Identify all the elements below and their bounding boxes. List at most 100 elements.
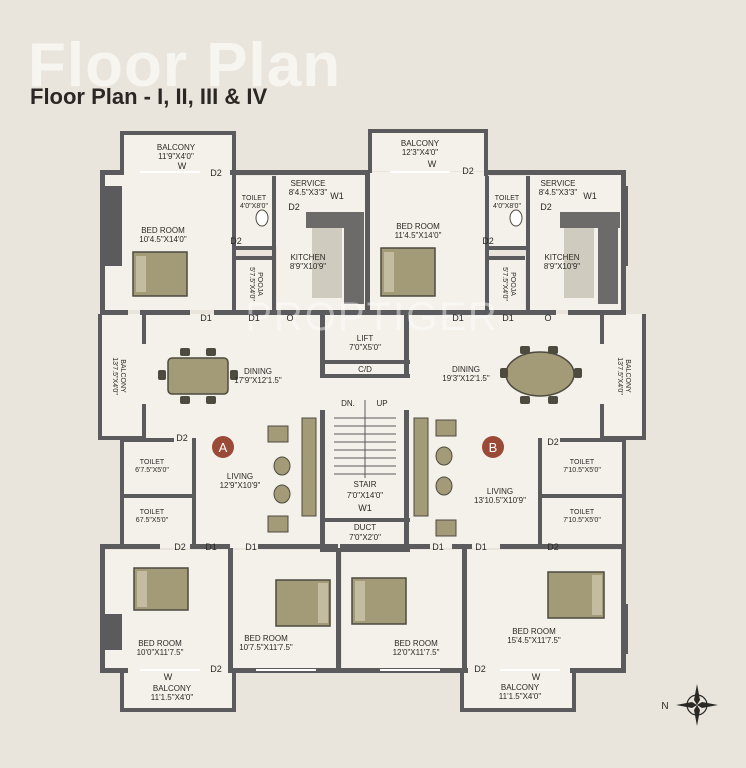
room-label: TOILET: [570, 509, 595, 516]
room-size: 12'0"X11'7.5": [393, 648, 440, 657]
up-label: UP: [376, 399, 387, 408]
door-tag: D1: [502, 313, 514, 323]
room-size: 10'0"X11'7.5": [137, 648, 184, 657]
room-size: 7'0"X2'0": [349, 533, 381, 542]
room-label: BALCONY: [501, 683, 540, 692]
opening-tag: O: [286, 313, 293, 323]
room-label: TOILET: [495, 195, 520, 202]
room-labels: BALCONY 11'9"X4'0" BALCONY 12'3"X4'0" TO…: [111, 139, 631, 702]
room-label: BALCONY: [624, 359, 631, 393]
room-size: 4'0"X8'0": [240, 203, 268, 210]
room-size: 7'10.5"X5'0": [563, 467, 601, 474]
room-label: BALCONY: [153, 684, 192, 693]
dn-label: DN.: [341, 399, 355, 408]
room-size: 15'4.5"X11'7.5": [507, 636, 561, 645]
room-label: KITCHEN: [290, 253, 325, 262]
bed-furniture-tl: [132, 251, 188, 297]
compass-north-label: N: [661, 701, 668, 712]
room-size: 8'9"X10'9": [290, 262, 326, 271]
bed-furniture-br1: [351, 577, 407, 625]
door-tag: D2: [540, 202, 552, 212]
window-tag: W: [164, 672, 173, 682]
room-label: TOILET: [140, 459, 165, 466]
room-size: 7'0"X5'0": [349, 343, 381, 352]
room-size: 13'7.5"X4'0": [616, 357, 623, 395]
room-size: 12'9"X10'9": [220, 481, 261, 490]
door-tag: D1: [200, 313, 212, 323]
room-size: 10'4.5"X14'0": [139, 235, 187, 244]
door-tag: D2: [230, 236, 242, 246]
room-label: KITCHEN: [544, 253, 579, 262]
room-size: 5'7.5"X4'0": [248, 267, 255, 301]
room-label: LIVING: [487, 487, 513, 496]
door-tag: D1: [248, 313, 260, 323]
room-label: BED ROOM: [396, 222, 440, 231]
room-size: 5'7.5"X4'0": [501, 267, 508, 301]
room-size: 67.5"X5'0": [136, 517, 169, 524]
room-label: POOJA: [256, 272, 263, 296]
room-size: 11'1.5"X4'0": [151, 693, 194, 702]
room-label: POOJA: [509, 272, 516, 296]
door-tag: D2: [174, 542, 186, 552]
compass-icon: N: [661, 684, 718, 726]
window-tag: W: [532, 672, 541, 682]
walls: [98, 129, 646, 712]
door-tag: D2: [288, 202, 300, 212]
unit-a-badge: A: [212, 436, 234, 458]
background-title: Floor Plan: [28, 31, 342, 100]
door-tag: D2: [482, 236, 494, 246]
room-size: 8'4.5"X3'3": [539, 188, 578, 197]
door-tag: D1: [452, 313, 464, 323]
room-label: BALCONY: [401, 139, 440, 148]
room-size: 11'4.5"X14'0": [395, 231, 442, 240]
window-tag: W1: [358, 503, 372, 513]
door-tag: D2: [176, 433, 188, 443]
room-label: BED ROOM: [141, 226, 185, 235]
room-label: BALCONY: [119, 359, 126, 393]
room-label: TOILET: [140, 509, 165, 516]
room-size: 7'0"X14'0": [347, 491, 383, 500]
bed-furniture-bl2: [275, 579, 331, 627]
unit-b-badge: B: [482, 436, 504, 458]
door-tag: D1: [205, 542, 217, 552]
room-size: 7'10.5"X5'0": [563, 517, 601, 524]
window-tag: W: [428, 159, 437, 169]
room-label: LIVING: [227, 472, 253, 481]
room-size: 13'10.5"X10'9": [474, 496, 526, 505]
room-size: 8'4.5"X3'3": [289, 188, 328, 197]
window-tag: W: [178, 161, 187, 171]
room-label: BALCONY: [157, 143, 196, 152]
room-size: 4'0"X8'0": [493, 203, 521, 210]
room-size: 12'3"X4'0": [402, 148, 438, 157]
room-size: 13'7.5"X4'0": [111, 357, 118, 395]
opening-tag: O: [544, 313, 551, 323]
room-label: BED ROOM: [138, 639, 182, 648]
furniture: [132, 209, 605, 627]
window-tag: W1: [330, 191, 344, 201]
door-tag: D2: [474, 664, 486, 674]
room-size: 10'7.5"X11'7.5": [239, 643, 293, 652]
bed-furniture-tr: [380, 247, 436, 297]
room-size: 6'7.5"X5'0": [135, 467, 169, 474]
watermark-text: PROPTIGER: [245, 295, 499, 339]
windows: [140, 171, 560, 671]
room-label: BED ROOM: [394, 639, 438, 648]
page-title: Floor Plan - I, II, III & IV: [30, 84, 268, 109]
unit-b-label: B: [489, 440, 498, 455]
door-tags: D2 W D2 W D2 W1 D2 W1 D2 D2 D1 D1 O D1 D…: [164, 159, 597, 682]
room-size: 8'9"X10'9": [544, 262, 580, 271]
room-label: BED ROOM: [244, 634, 288, 643]
room-label: STAIR: [354, 480, 377, 489]
room-label: SERVICE: [291, 179, 326, 188]
cd-label: C/D: [358, 365, 372, 374]
door-tag: D2: [210, 664, 222, 674]
room-label: DINING: [452, 365, 480, 374]
door-tag: D1: [245, 542, 257, 552]
door-tag: D2: [210, 168, 222, 178]
room-label: SERVICE: [541, 179, 576, 188]
room-label: TOILET: [570, 459, 595, 466]
room-size: 11'9"X4'0": [158, 152, 194, 161]
door-tag: D2: [547, 542, 559, 552]
door-tag: D2: [462, 166, 474, 176]
